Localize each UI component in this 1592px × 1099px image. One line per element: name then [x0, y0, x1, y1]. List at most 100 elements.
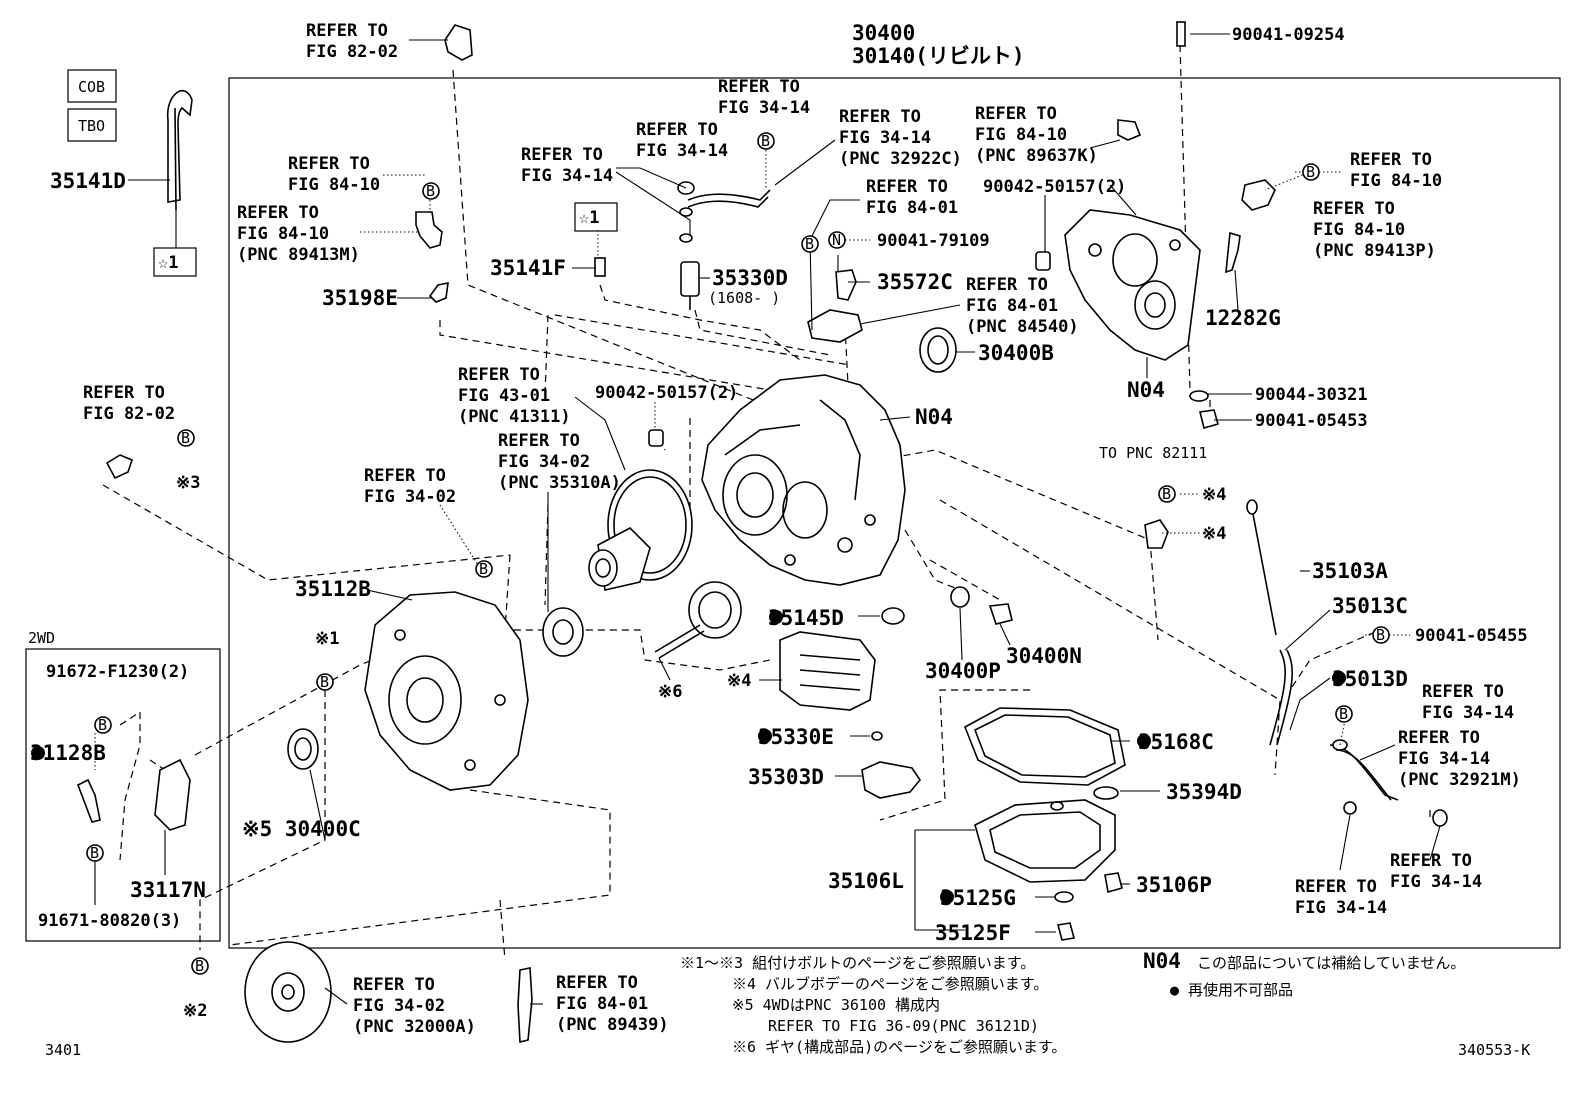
main-frame	[228, 77, 1561, 949]
label-30140: 30140(リビルト)	[852, 44, 1025, 68]
sensor-82-02-left	[105, 454, 133, 480]
oil-pump	[542, 607, 584, 657]
tube-35013c	[1269, 649, 1293, 746]
sensor-89637k	[1117, 119, 1142, 141]
svg-text:B: B	[181, 429, 190, 447]
label-ref4-b: ※4	[1202, 524, 1226, 544]
label-90041-79109: 90041-79109	[877, 231, 990, 251]
marker-b-12: B	[86, 844, 104, 862]
label-35198e: 35198E	[322, 286, 398, 310]
transfer-case-n04	[1064, 209, 1201, 361]
note-reuse: ● 再使用不可部品	[1170, 981, 1293, 999]
note-1: ※1～※3 組付けボルトのページをご参照願います。	[680, 954, 1035, 972]
label-33117n: 33117N	[130, 878, 206, 902]
label-35330d: 35330D	[712, 266, 788, 290]
note-5: ※6 ギヤ(構成部品)のページをご参照願います。	[732, 1038, 1066, 1056]
label-35013c: 35013C	[1332, 594, 1408, 618]
oil-pan-35106l	[974, 799, 1116, 883]
pin-90042-50157-b	[648, 429, 664, 447]
label-n04-upper: N04	[1127, 378, 1165, 402]
marker-b-13: B	[191, 957, 209, 975]
note-n04-code: N04	[1143, 949, 1181, 973]
note-n04-text: この部品については補給していません。	[1197, 954, 1465, 972]
label-to-pnc-82111: TO PNC 82111	[1099, 444, 1207, 462]
svg-text:N: N	[832, 231, 841, 249]
circle-markers: B B B N B B B B B B B B B B	[86, 132, 1390, 975]
label-91671-80820: 91671-80820(3)	[38, 911, 181, 931]
marker-b-8: B	[1372, 626, 1390, 644]
assembly-lines	[102, 44, 1431, 961]
label-30400p: 30400P	[925, 659, 1001, 683]
bracket-12282g	[1225, 231, 1241, 274]
note-4: REFER TO FIG 36-09(PNC 36121D)	[768, 1017, 1039, 1035]
seal-30400p	[950, 586, 970, 608]
label-12282g: 12282G	[1205, 306, 1281, 330]
notes-block: ※1～※3 組付けボルトのページをご参照願います。 ※4 バルブボデーのページを…	[680, 949, 1465, 1056]
label-90041-05455: 90041-05455	[1415, 626, 1528, 646]
converter-housing-35112b	[364, 591, 529, 791]
svg-text:B: B	[90, 844, 99, 862]
washer-35125g	[1054, 891, 1074, 903]
sensor-89413m	[415, 211, 449, 303]
pin-90042-50157-a	[1035, 251, 1051, 271]
bolt-90041-09254	[1176, 21, 1186, 47]
star1-box-a: ☆1	[158, 253, 178, 273]
marker-b-9: B	[316, 673, 334, 691]
differential-gear	[588, 469, 693, 591]
valve-body	[779, 631, 876, 711]
input-shaft-gear	[654, 581, 742, 659]
svg-text:B: B	[320, 673, 329, 691]
marker-n-1: N	[828, 231, 846, 249]
marker-b-5: B	[177, 429, 195, 447]
label-35103a: 35103A	[1312, 559, 1388, 583]
svg-text:B: B	[1162, 485, 1171, 503]
bracket-35572c	[835, 269, 857, 301]
leader-lines	[94, 33, 1441, 1005]
plug-90041-05453	[1199, 409, 1219, 429]
plug-35145d	[881, 607, 905, 625]
plug-35141f	[594, 257, 606, 277]
label-35303d: 35303D	[748, 765, 824, 789]
sensor-89413p	[1241, 179, 1276, 211]
label-ref1: ※1	[315, 629, 339, 649]
label-35572c: 35572C	[877, 270, 953, 294]
svg-text:B: B	[98, 716, 107, 734]
label-35394d: 35394D	[1166, 780, 1242, 804]
marker-b-11: B	[94, 716, 112, 734]
label-n04-main: N04	[915, 405, 953, 429]
bracket-89439	[517, 967, 533, 1044]
marker-b-1: B	[422, 182, 440, 200]
note-3: ※5 4WDはPNC 36100 構成内	[732, 996, 940, 1014]
washer-35394d	[1093, 786, 1119, 800]
label-35106p: 35106P	[1136, 873, 1212, 897]
label-30400: 30400	[852, 21, 915, 45]
marker-b-10: B	[1335, 705, 1353, 723]
plug-35106p	[1104, 872, 1123, 894]
transaxle-case-n04	[701, 374, 906, 586]
marker-b-7: B	[475, 560, 493, 578]
label-drawing-number: 340553-K	[1458, 1041, 1530, 1059]
label-35141f: 35141F	[490, 256, 566, 280]
bracket-33117n	[154, 758, 191, 831]
svg-text:B: B	[479, 560, 488, 578]
label-90041-05453: 90041-05453	[1255, 411, 1368, 431]
gasket-35168c	[963, 707, 1126, 786]
label-30400b: 30400B	[978, 341, 1054, 365]
